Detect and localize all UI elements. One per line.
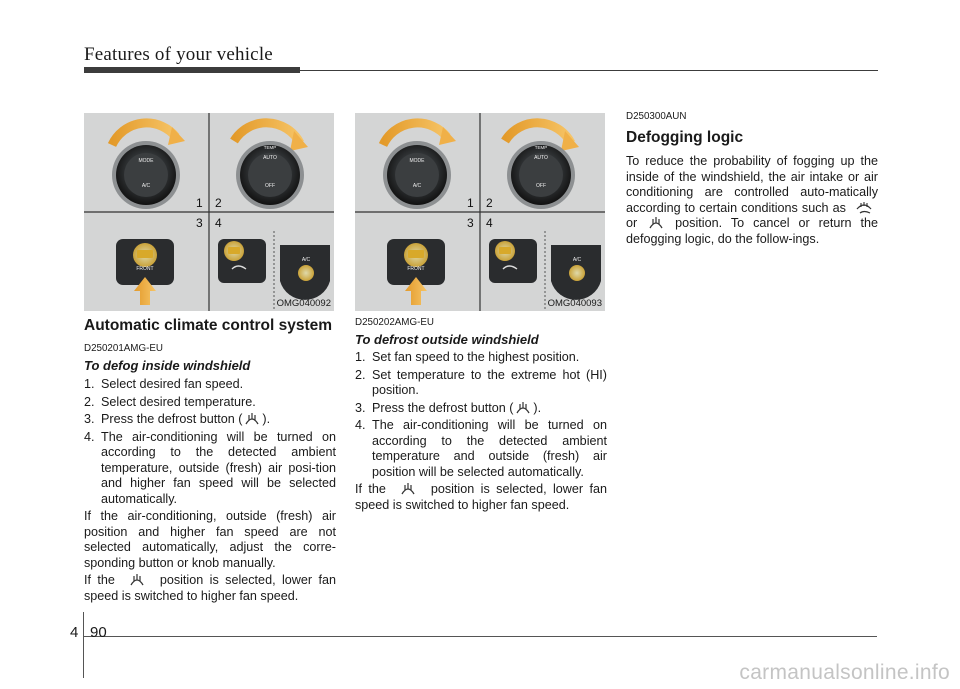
step-item: 2.Select desired temperature.: [84, 394, 256, 409]
defrost-icon: [401, 483, 415, 495]
paragraph: If the position is selected, lower fan s…: [355, 482, 608, 512]
svg-text:A/C: A/C: [302, 257, 311, 263]
svg-text:AUTO: AUTO: [534, 155, 548, 161]
figure-code: OMG040092: [276, 298, 331, 309]
step-item: 1.Set fan speed to the highest position.: [355, 350, 580, 364]
watermark: carmanualsonline.info: [739, 661, 950, 684]
column-right: D250300AUN Defogging logic To reduce the…: [626, 110, 878, 247]
press-arrow: [405, 277, 427, 305]
header-title: Features of your vehicle: [84, 44, 273, 65]
paragraph: If the air-conditioning, outside (fresh)…: [84, 509, 336, 570]
svg-text:TEMP: TEMP: [535, 145, 548, 150]
column-left: Automatic climate control system D250201…: [84, 316, 336, 604]
defrost-icon: [516, 401, 530, 413]
svg-text:1: 1: [196, 196, 203, 210]
section-code: D250202AMG-EU: [355, 317, 434, 328]
svg-text:A/C: A/C: [413, 183, 422, 189]
header-rule-thick: [84, 67, 300, 73]
footer-horizontal-rule: [83, 636, 877, 638]
step-item: 2.Set temperature to the extreme hot (HI…: [355, 367, 607, 398]
defrost-icon: [245, 413, 259, 425]
svg-text:FRONT: FRONT: [136, 266, 153, 272]
svg-text:MODE: MODE: [410, 158, 426, 164]
figure-code: OMG040093: [547, 298, 602, 309]
svg-text:3: 3: [196, 216, 203, 230]
figure-defog-inside: MODE A/C TEMP AUTO OFF 1 2 3 4 FRONT A/C…: [84, 113, 334, 311]
svg-text:OFF: OFF: [536, 183, 546, 189]
section-code: D250201AMG-EU: [84, 343, 163, 354]
step-item: 4.The air-conditioning will be turned on…: [355, 418, 607, 479]
svg-text:3: 3: [467, 216, 474, 230]
floor-defrost-icon: [856, 201, 872, 214]
figure-defrost-outside: MODE A/C TEMP AUTO OFF 1 2 3 4 FRONT A/C…: [355, 113, 605, 311]
section-title: Defogging logic: [626, 129, 744, 146]
svg-text:A/C: A/C: [573, 257, 582, 263]
page-number: 90: [90, 624, 107, 641]
svg-text:MODE: MODE: [139, 158, 155, 164]
step-item: 1.Select desired fan speed.: [84, 377, 244, 391]
column-middle: D250202AMG-EU To defrost outside windshi…: [355, 316, 607, 513]
svg-text:1: 1: [467, 196, 474, 210]
section-code: D250300AUN: [626, 111, 687, 122]
svg-text:FRONT: FRONT: [407, 266, 424, 272]
paragraph: To reduce the probability of fogging up …: [626, 154, 879, 246]
defrost-icon: [130, 574, 144, 586]
svg-text:OFF: OFF: [265, 183, 275, 189]
rotate-arrow-right: [501, 118, 575, 146]
rotate-arrow-right: [230, 118, 304, 146]
svg-text:2: 2: [215, 196, 222, 210]
rotate-arrow-left: [107, 118, 180, 148]
subheading: To defog inside windshield: [84, 358, 251, 373]
paragraph: If the position is selected, lower fan s…: [84, 573, 337, 603]
step-item: 3. Press the defrost button ().: [355, 400, 542, 415]
step-item: 4.The air-conditioning will be turned on…: [84, 429, 336, 506]
subheading: To defrost outside windshield: [355, 332, 539, 347]
svg-text:TEMP: TEMP: [264, 145, 277, 150]
step-item: 3. Press the defrost button ().: [84, 412, 271, 426]
section-number: 4: [70, 624, 79, 641]
svg-text:4: 4: [215, 216, 222, 230]
svg-text:2: 2: [486, 196, 493, 210]
svg-text:AUTO: AUTO: [263, 155, 277, 161]
svg-text:A/C: A/C: [142, 183, 151, 189]
svg-text:4: 4: [486, 216, 493, 230]
rotate-arrow-left: [378, 118, 451, 148]
press-arrow: [134, 277, 156, 305]
section-title: Automatic climate control system: [84, 317, 333, 334]
climate-control-illustration: MODE A/C TEMP AUTO OFF 1 2 3 4 FRONT A/C: [84, 113, 334, 311]
footer-vertical-rule: [83, 612, 85, 678]
defrost-icon: [649, 217, 663, 229]
climate-control-illustration: MODE A/C TEMP AUTO OFF 1 2 3 4 FRONT A/C: [355, 113, 605, 311]
header-rule-thin: [300, 70, 878, 72]
